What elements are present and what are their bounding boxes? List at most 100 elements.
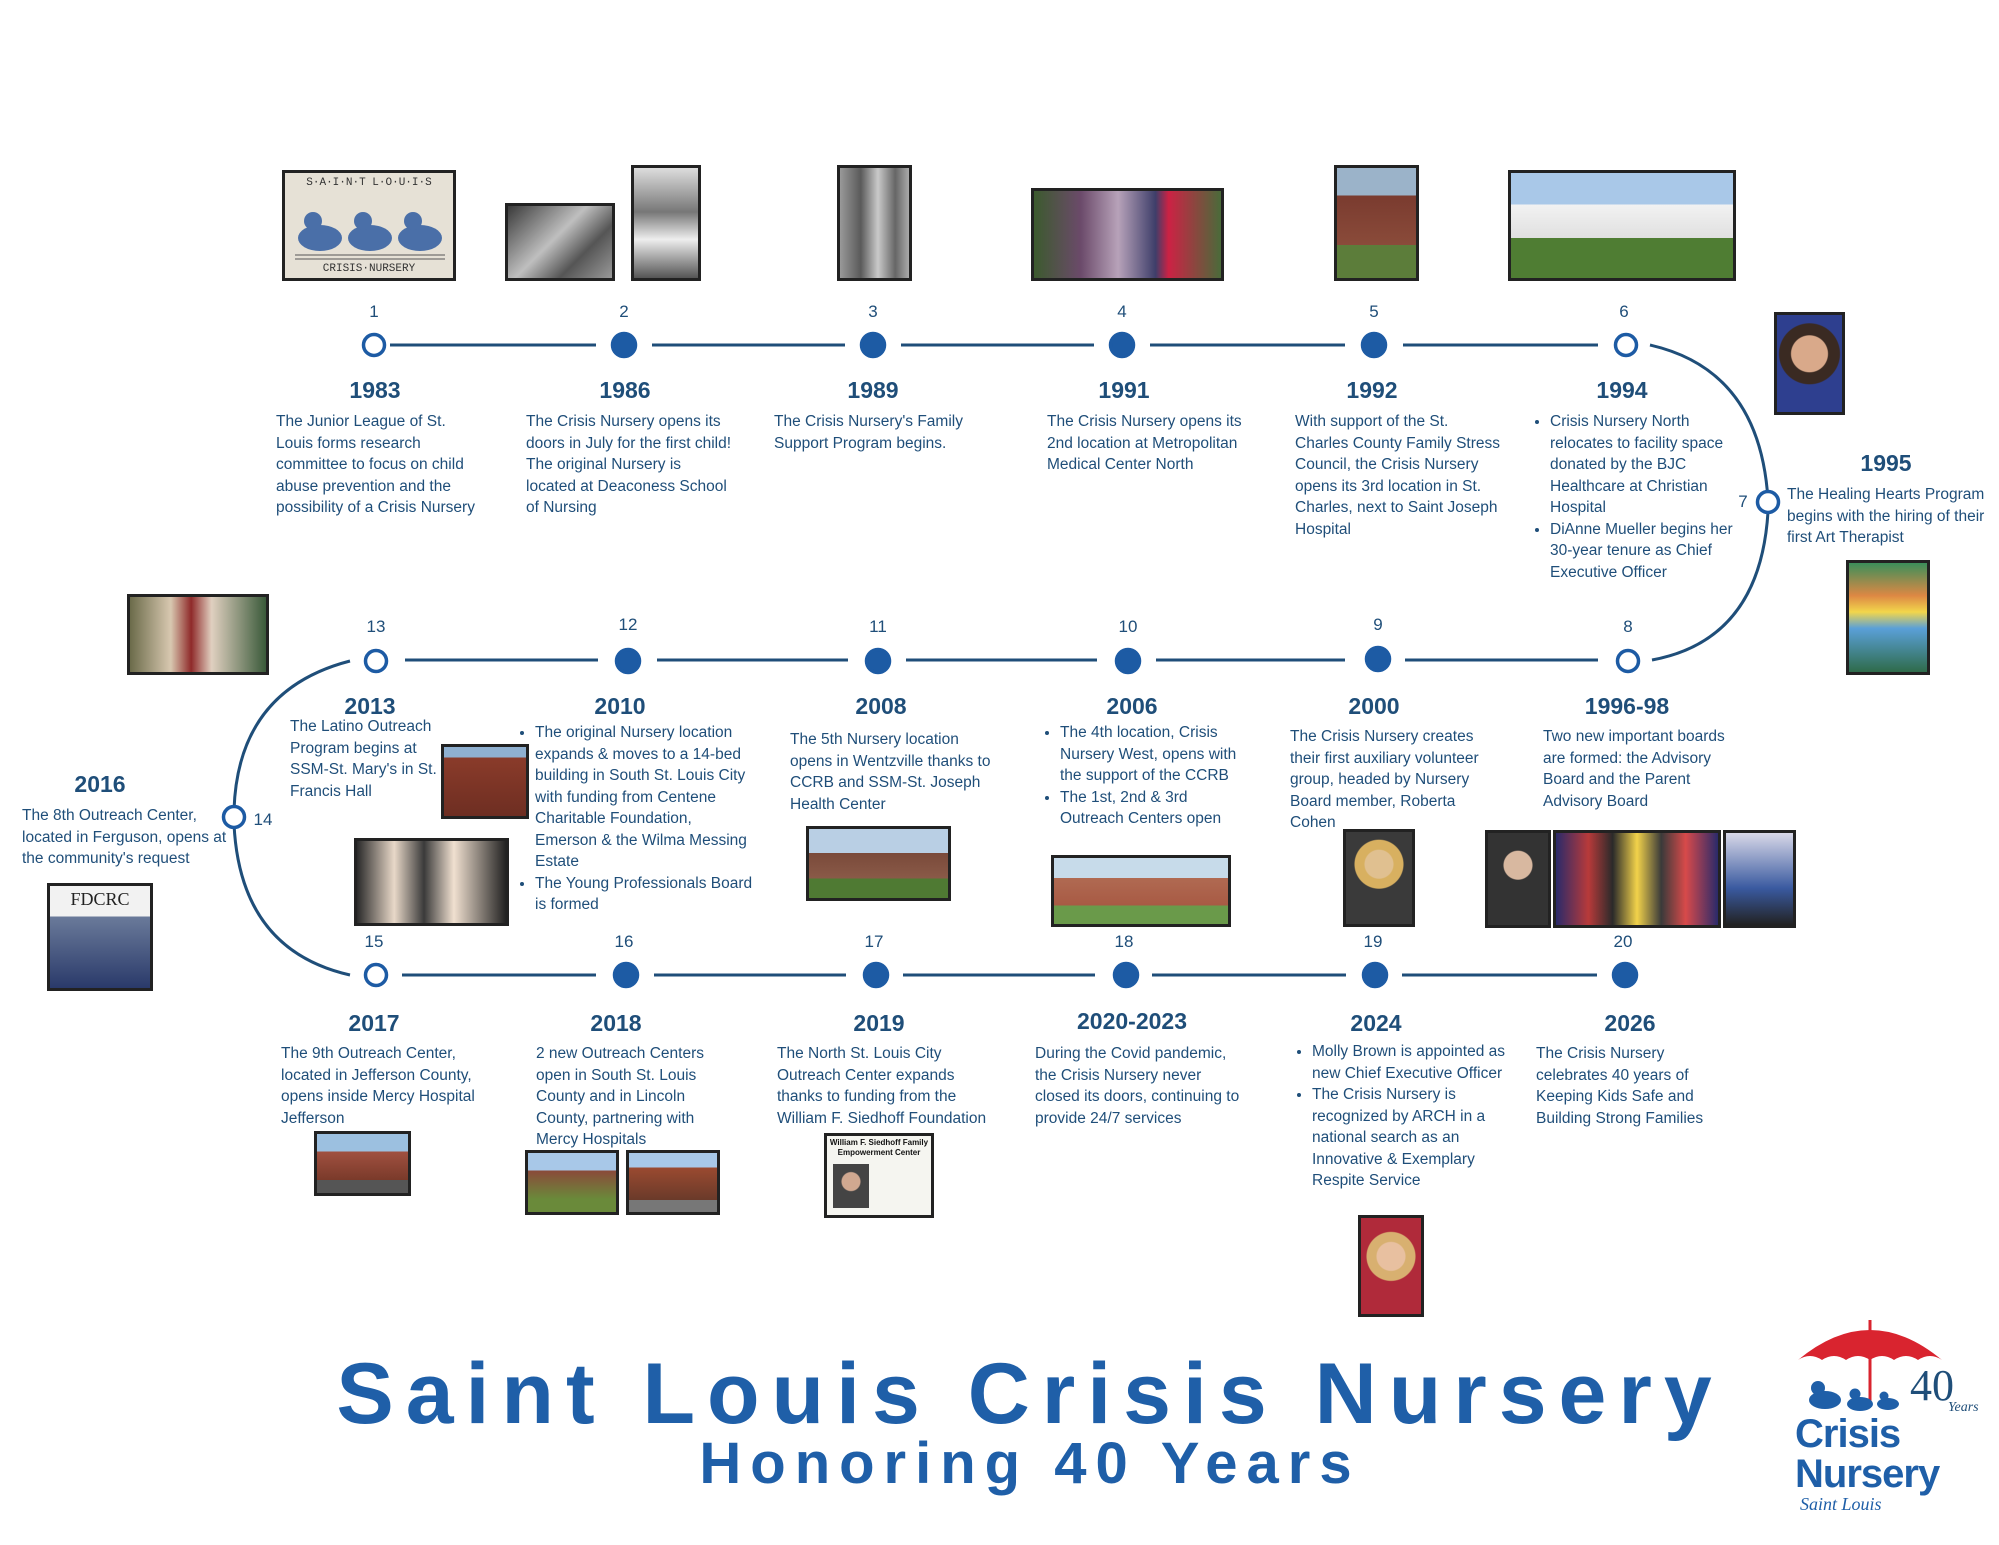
milestone-year: 1995 (1860, 450, 1912, 476)
milestone-description: The Junior League of St. Louis forms res… (276, 413, 475, 516)
milestone-number: 13 (366, 617, 386, 636)
plaque-portrait (833, 1164, 869, 1208)
milestone-node-20 (1611, 961, 1639, 989)
photo-1986-nurses (505, 203, 615, 281)
timeline-curve (232, 659, 351, 811)
milestone-number: 15 (364, 932, 384, 951)
logo-crisis-text: Crisis (1795, 1412, 1901, 1456)
photo-dianne-mueller-portrait (1774, 312, 1845, 415)
photo-2000-roberta-cohen (1343, 829, 1415, 927)
photo-1992-st-charles-house (1334, 165, 1419, 281)
milestone-year: 2000 (1348, 693, 1400, 719)
logo-years-word: Years (1948, 1400, 1979, 1415)
milestone-number: 8 (1623, 617, 1633, 636)
crisis-nursery-logo-umbrella (1798, 1320, 1942, 1411)
milestone-node-18 (1112, 961, 1140, 989)
milestone-number: 7 (1738, 492, 1748, 511)
milestone-number: 11 (869, 617, 887, 636)
milestone-node-6 (1613, 332, 1639, 358)
milestone-description: With support of the St. Charles County F… (1295, 413, 1501, 538)
milestone-bullet: Crisis Nursery North relocates to facili… (1550, 411, 1750, 519)
photo-1986-nursery (631, 165, 701, 281)
milestone-description: Crisis Nursery North relocates to facili… (1530, 411, 1750, 583)
milestone-number: 19 (1363, 932, 1383, 951)
milestone-description: The North St. Louis City Outreach Center… (777, 1045, 987, 1127)
milestone-node-7 (1755, 489, 1781, 515)
timeline-curve (232, 823, 351, 977)
timeline-curve (1649, 343, 1770, 501)
milestone-year: 2018 (590, 1010, 642, 1036)
logo-saint-louis-text: Saint Louis (1800, 1494, 1882, 1514)
milestone-description: The Crisis Nursery opens its doors in Ju… (526, 413, 732, 516)
milestone-number: 10 (1118, 617, 1138, 636)
milestone-description: The Crisis Nursery opens its 2nd locatio… (1047, 413, 1242, 473)
milestone-year: 2006 (1106, 693, 1158, 719)
milestone-node-9 (1364, 645, 1392, 673)
milestone-node-16 (612, 961, 640, 989)
poster-title: Saint Louis Crisis Nursery (336, 1346, 1724, 1442)
milestone-year: 2010 (594, 693, 646, 719)
photo-2013-latino-outreach-group (127, 594, 269, 675)
photo-2018-south-county (626, 1150, 720, 1215)
milestone-year: 1991 (1098, 377, 1150, 403)
timeline-curve (1651, 511, 1770, 662)
milestone-node-15 (363, 962, 389, 988)
milestone-description: The Crisis Nursery celebrates 40 years o… (1536, 1045, 1704, 1127)
milestone-number: 9 (1373, 615, 1383, 634)
milestone-node-10 (1114, 647, 1142, 675)
milestone-bullet: The 4th location, Crisis Nursery West, o… (1060, 722, 1250, 787)
photo-advisory-board-member (1485, 830, 1551, 928)
milestone-description: The Healing Hearts Program begins with t… (1787, 486, 1985, 546)
milestone-year: 2019 (853, 1010, 905, 1036)
photo-2008-wentzville-house (806, 826, 951, 901)
milestone-number: 4 (1117, 302, 1127, 321)
milestone-number: 1 (369, 302, 379, 321)
milestone-bullet: Molly Brown is appointed as new Chief Ex… (1312, 1041, 1512, 1084)
milestone-description: Two new important boards are formed: the… (1543, 728, 1725, 810)
milestone-node-3 (859, 331, 887, 359)
milestone-description: The 5th Nursery location opens in Wentzv… (790, 731, 991, 813)
milestone-year: 1994 (1596, 377, 1648, 403)
milestone-number: 20 (1613, 932, 1633, 951)
photo-molly-brown-portrait (1358, 1215, 1424, 1317)
milestone-description: Molly Brown is appointed as new Chief Ex… (1292, 1041, 1512, 1192)
milestone-description: The 8th Outreach Center, located in Ferg… (22, 807, 227, 867)
milestone-description: The original Nursery location expands & … (515, 722, 755, 916)
photo-2010-young-professionals (354, 838, 509, 926)
milestone-description: The Latino Outreach Program begins at SS… (290, 718, 437, 800)
milestone-year: 1986 (599, 377, 651, 403)
milestone-year: 2020-2023 (1077, 1008, 1187, 1034)
photo-2019-siedhoff-plaque: William F. Siedhoff Family Empowerment C… (824, 1133, 934, 1218)
milestone-node-1 (361, 332, 387, 358)
milestone-year: 1992 (1346, 377, 1398, 403)
milestone-node-13 (363, 648, 389, 674)
photo-2018-lincoln-county (525, 1150, 619, 1215)
milestone-number: 6 (1619, 302, 1629, 321)
milestone-year: 2016 (74, 771, 126, 797)
milestone-bullet: The Young Professionals Board is formed (535, 873, 755, 916)
photo-2006-crisis-nursery-west (1051, 855, 1231, 927)
photo-advisory-board-painting (1723, 830, 1796, 928)
milestone-bullet: The original Nursery location expands & … (535, 722, 755, 873)
milestone-number: 14 (253, 810, 273, 829)
milestone-year: 1983 (349, 377, 401, 403)
milestone-description: During the Covid pandemic, the Crisis Nu… (1035, 1045, 1240, 1127)
milestone-year: 2013 (344, 693, 396, 719)
milestone-description: The 4th location, Crisis Nursery West, o… (1040, 722, 1250, 830)
milestone-year: 1996-98 (1584, 693, 1670, 719)
milestone-node-12 (614, 647, 642, 675)
siedhoff-plaque-title: William F. Siedhoff Family Empowerment C… (829, 1138, 929, 1157)
logo-anniversary-number: 40 (1910, 1361, 1954, 1410)
milestone-number: 17 (864, 932, 884, 951)
milestone-bullet: The Crisis Nursery is recognized by ARCH… (1312, 1084, 1512, 1192)
milestone-description: 2 new Outreach Centers open in South St.… (536, 1045, 705, 1148)
milestone-year: 2024 (1350, 1010, 1402, 1036)
milestone-year: 2017 (348, 1010, 400, 1036)
milestone-number: 2 (619, 302, 629, 321)
banner-bottom-text: CRISIS·NURSERY (322, 263, 416, 275)
logo-nursery-text: Nursery (1795, 1452, 1940, 1496)
photo-2016-fdcrc-group: FDCRC (47, 883, 153, 991)
milestone-bullet: The 1st, 2nd & 3rd Outreach Centers open (1060, 787, 1250, 830)
milestone-node-11 (864, 647, 892, 675)
